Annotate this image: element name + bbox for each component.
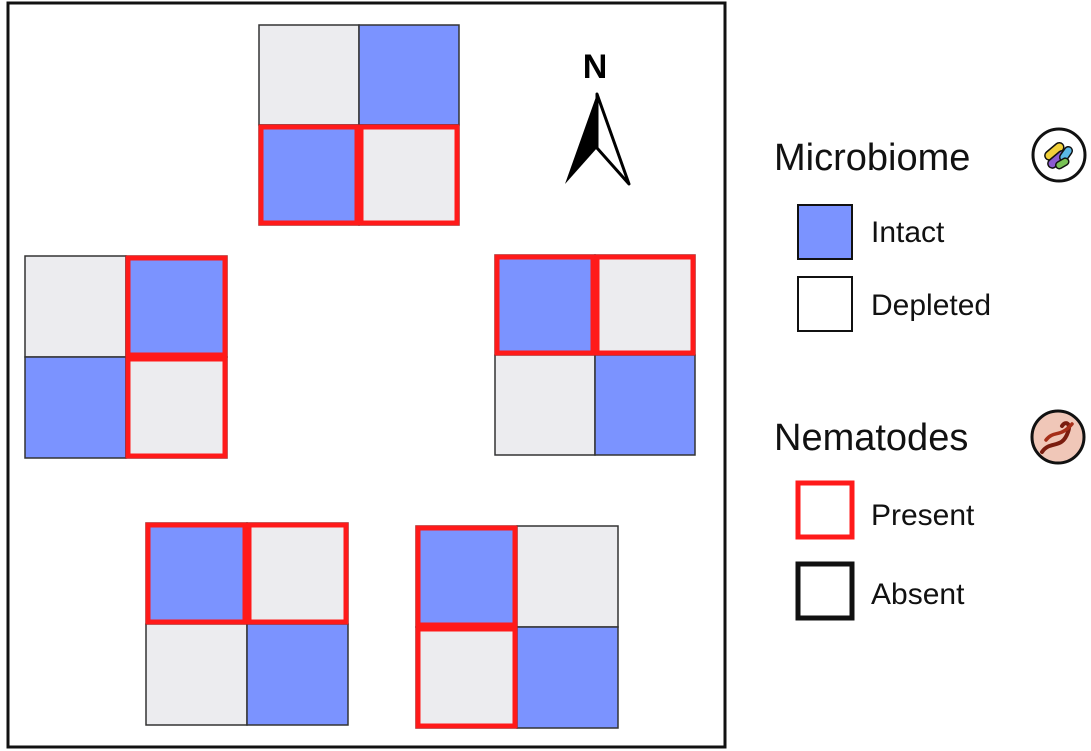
legend-swatch-absent xyxy=(795,561,855,621)
plot-cell-depleted xyxy=(494,354,596,456)
legend-swatch-depleted xyxy=(797,276,853,332)
plot-cell-depleted xyxy=(415,626,518,729)
nematodes-present-outline xyxy=(258,124,360,226)
legend-label-present: Present xyxy=(871,499,975,532)
north-arrow-icon xyxy=(565,92,631,186)
plot-cell-intact xyxy=(125,255,228,358)
plot-cell-depleted xyxy=(258,24,360,126)
nematodes-present-outline xyxy=(594,254,696,356)
nematode-icon xyxy=(1030,409,1086,465)
plot-cell-intact xyxy=(358,24,460,126)
legend-label-intact: Intact xyxy=(871,216,945,249)
legend-nematodes: Nematodes Present Absent xyxy=(774,409,1086,621)
plot-cell-intact xyxy=(24,356,127,459)
plot-cell-depleted xyxy=(24,255,127,358)
plot-cell-intact xyxy=(415,525,518,628)
nematodes-present-outline xyxy=(145,522,248,625)
nematodes-present-outline xyxy=(415,626,518,729)
legend-nematodes-title: Nematodes xyxy=(774,417,968,459)
east-plot xyxy=(494,254,696,456)
nematodes-present-outline xyxy=(358,124,460,226)
nematodes-present-outline xyxy=(125,255,228,358)
plot-cell-intact xyxy=(516,626,619,729)
west-plot xyxy=(24,255,228,459)
plot-cell-depleted xyxy=(246,522,349,625)
southeast-plot xyxy=(415,525,619,729)
plot-cell-intact xyxy=(594,354,696,456)
north-arrow: N xyxy=(565,48,631,186)
plot-cell-intact xyxy=(258,124,360,226)
nematodes-present-outline xyxy=(415,525,518,628)
nematodes-present-outline xyxy=(494,254,596,356)
southwest-plot xyxy=(145,522,349,726)
plot-cell-depleted xyxy=(145,623,248,726)
plot-cell-depleted xyxy=(594,254,696,356)
plot-cell-depleted xyxy=(125,356,228,459)
nematodes-present-outline xyxy=(246,522,349,625)
plot-cell-intact xyxy=(246,623,349,726)
microbe-icon xyxy=(1031,127,1087,183)
legend-label-absent: Absent xyxy=(871,578,965,611)
plot-cell-depleted xyxy=(516,525,619,628)
north-plot xyxy=(258,24,460,226)
plot-cell-intact xyxy=(494,254,596,356)
north-label: N xyxy=(583,48,608,86)
plot-cell-intact xyxy=(145,522,248,625)
legend-swatch-intact xyxy=(797,204,853,260)
legend-microbiome: Microbiome Intact Depleted xyxy=(774,127,1087,332)
legend-swatch-present xyxy=(795,480,855,540)
plot-cell-depleted xyxy=(358,124,460,226)
legend-microbiome-title: Microbiome xyxy=(774,137,970,179)
legend-label-depleted: Depleted xyxy=(871,289,991,322)
nematodes-present-outline xyxy=(125,356,228,459)
